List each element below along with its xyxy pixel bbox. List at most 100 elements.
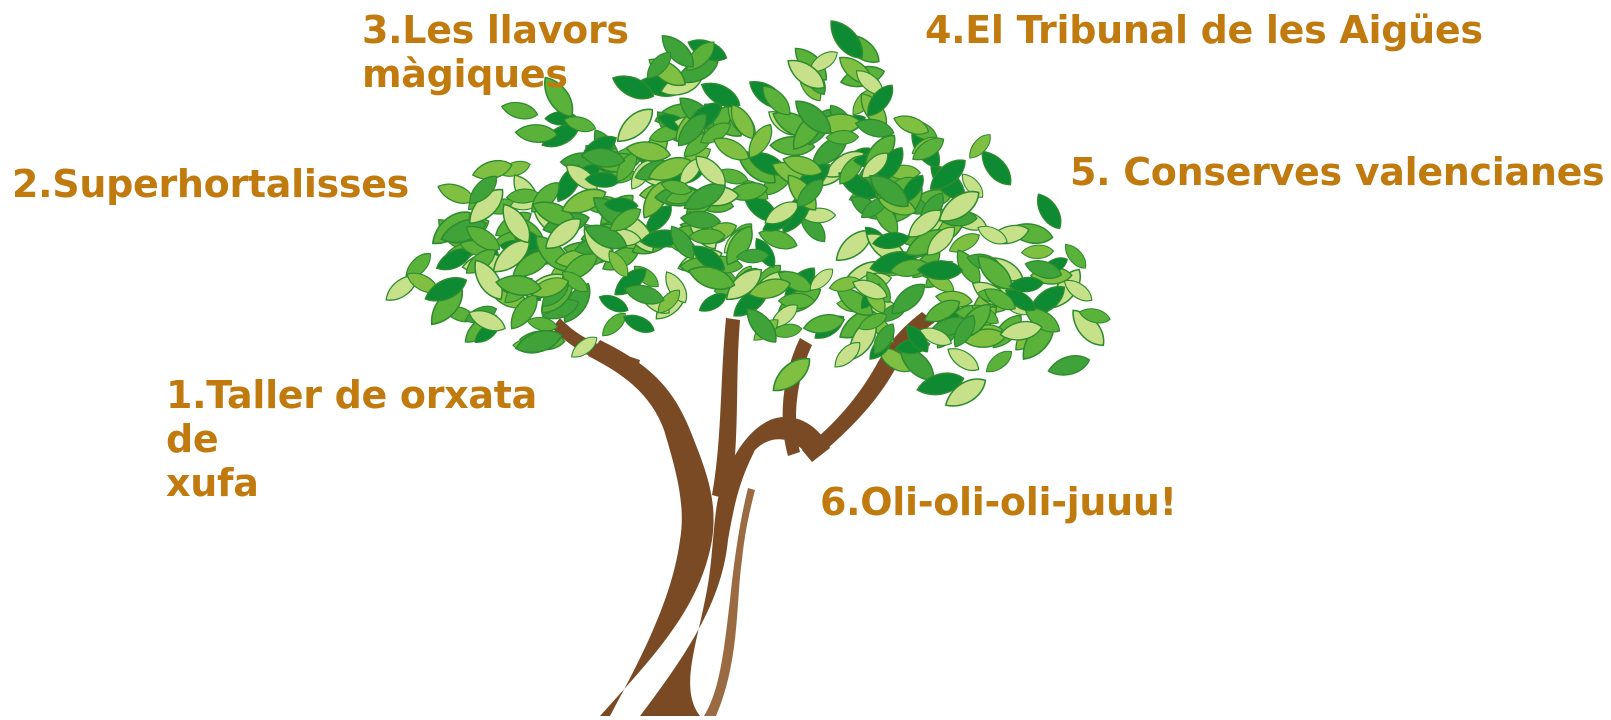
- leaf: [465, 225, 501, 251]
- leaf: [758, 229, 798, 250]
- leaf: [687, 266, 736, 290]
- leaf: [561, 271, 589, 293]
- leaf: [544, 76, 574, 118]
- leaf: [764, 201, 800, 225]
- leaf: [889, 258, 930, 277]
- leaf: [787, 59, 825, 90]
- leaf: [782, 155, 823, 177]
- leaf: [916, 260, 964, 281]
- leaf: [802, 313, 846, 334]
- leaf: [502, 203, 531, 244]
- tree-trunk: [552, 312, 935, 716]
- leaf: [956, 249, 981, 285]
- leaf: [1047, 355, 1091, 376]
- leaf: [611, 75, 655, 100]
- leaf: [505, 188, 541, 204]
- leaf: [500, 101, 539, 120]
- leaf: [514, 329, 563, 354]
- leaf: [938, 190, 980, 222]
- leaf: [777, 292, 816, 310]
- leaf: [924, 299, 961, 323]
- leaf: [580, 147, 626, 168]
- leaf: [646, 51, 672, 79]
- leaf: [858, 313, 888, 331]
- leaf: [614, 268, 647, 296]
- leaf: [495, 275, 543, 296]
- leaf: [688, 228, 726, 245]
- branch: [552, 318, 640, 374]
- leaf: [385, 275, 418, 301]
- leaf: [1072, 309, 1105, 346]
- leaf: [677, 113, 707, 147]
- leaf: [510, 294, 538, 330]
- trunk-highlight: [704, 488, 755, 716]
- leaf: [623, 284, 665, 305]
- leaf: [541, 124, 580, 148]
- leaf: [869, 175, 909, 208]
- leaf: [679, 210, 722, 229]
- leaf: [570, 336, 598, 358]
- topic-label-tribunal[interactable]: 4.El Tribunal de les Aigües: [925, 8, 1483, 52]
- leaf: [834, 342, 861, 368]
- leaf: [907, 209, 942, 238]
- leaf: [947, 348, 980, 372]
- leaf: [871, 232, 910, 250]
- leaf: [867, 84, 894, 117]
- topic-label-superhortalisses[interactable]: 2.Superhortalisses: [12, 162, 409, 206]
- leaf: [809, 268, 834, 291]
- leaf: [985, 350, 1013, 373]
- leaf: [999, 320, 1043, 341]
- leaf: [1063, 280, 1093, 302]
- branch: [712, 318, 740, 500]
- leaf: [835, 229, 873, 261]
- leaf: [424, 276, 468, 302]
- topic-label-conserves[interactable]: 5. Conserves valencianes: [1070, 150, 1605, 194]
- leaf: [437, 183, 476, 204]
- leaf: [948, 233, 981, 253]
- leaf: [1020, 244, 1055, 259]
- leaf: [777, 271, 814, 293]
- leaf: [435, 248, 473, 271]
- topic-label-oli[interactable]: 6.Oli-oli-oli-juuu!: [820, 480, 1177, 524]
- leaf: [944, 378, 987, 407]
- leaf: [861, 152, 889, 179]
- leaf: [683, 183, 726, 211]
- leaf: [748, 278, 792, 299]
- leaf: [983, 288, 1016, 311]
- leaf: [622, 314, 655, 333]
- leaf: [616, 152, 637, 183]
- leaf: [608, 250, 629, 278]
- topic-label-llavors[interactable]: 3.Les llavors màgiques: [362, 8, 629, 96]
- leaf: [762, 85, 791, 116]
- leaf: [735, 248, 770, 264]
- leaf: [796, 179, 824, 208]
- leaf: [584, 172, 621, 188]
- leaf: [1065, 243, 1087, 269]
- leaf: [625, 141, 672, 162]
- leaf: [695, 155, 726, 186]
- leaf: [977, 255, 1013, 290]
- leaf: [746, 307, 777, 343]
- leaf: [584, 224, 628, 250]
- leaf: [725, 225, 753, 266]
- leaf: [912, 137, 945, 161]
- leaf: [598, 295, 629, 313]
- leaf: [969, 134, 991, 159]
- leaf: [1037, 193, 1062, 230]
- leaf: [514, 124, 559, 143]
- leaf: [828, 276, 861, 292]
- leaf: [893, 115, 930, 135]
- topic-label-orxata[interactable]: 1.Taller de orxata de xufa: [166, 373, 537, 505]
- leaf: [830, 20, 864, 59]
- tree-canopy: [385, 20, 1111, 407]
- leaf: [748, 123, 773, 159]
- leaf: [1078, 308, 1111, 324]
- leaf: [660, 179, 693, 196]
- leaf: [406, 272, 439, 293]
- leaf: [891, 283, 926, 315]
- leaf: [545, 218, 582, 249]
- leaf: [657, 289, 680, 314]
- leaf: [700, 82, 741, 108]
- leaf: [713, 137, 750, 161]
